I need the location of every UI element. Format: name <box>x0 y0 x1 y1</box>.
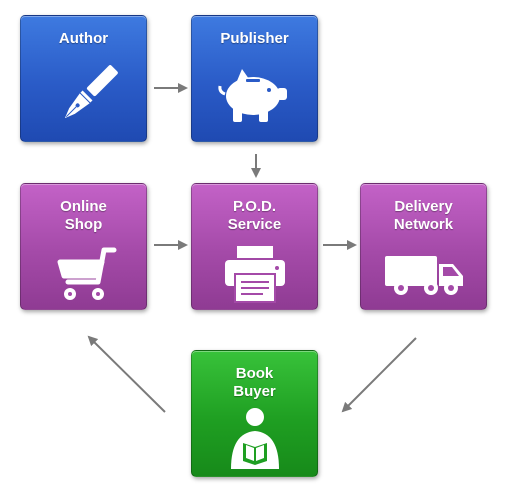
piggy-bank-icon <box>192 66 317 128</box>
node-publisher: Publisher <box>191 15 318 142</box>
node-publisher-label: Publisher <box>220 30 289 47</box>
reader-icon <box>192 407 317 473</box>
node-author: Author <box>20 15 147 142</box>
node-pod-service: P.O.D. Service <box>191 183 318 310</box>
delivery-truck-icon <box>361 250 486 300</box>
node-online-shop-label: Online Shop <box>60 198 107 233</box>
printer-icon <box>192 244 317 304</box>
node-pod-service-label: P.O.D. Service <box>227 198 282 233</box>
node-delivery-network: Delivery Network <box>360 183 487 310</box>
arrow-delivery-network-to-book-buyer <box>341 337 417 413</box>
fountain-pen-icon <box>21 64 146 134</box>
node-online-shop: Online Shop <box>20 183 147 310</box>
node-book-buyer: Book Buyer <box>191 350 318 477</box>
shopping-cart-icon <box>21 244 146 306</box>
node-book-buyer-label: Book Buyer <box>233 365 276 400</box>
node-author-label: Author <box>58 30 109 47</box>
node-delivery-network-label: Delivery Network <box>393 198 454 233</box>
arrow-book-buyer-to-online-shop <box>87 335 166 413</box>
